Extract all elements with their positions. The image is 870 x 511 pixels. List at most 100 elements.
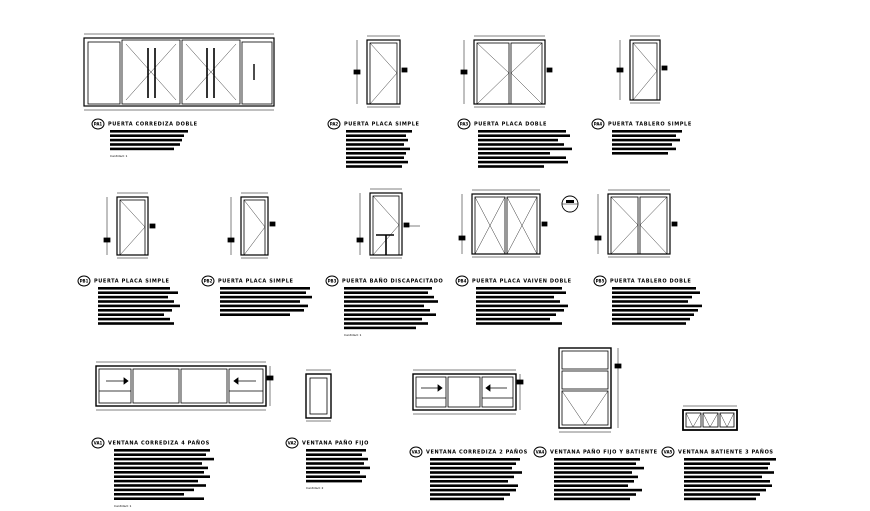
spec-text-line bbox=[612, 300, 688, 303]
door-elevation-double-panel bbox=[594, 189, 678, 258]
spec-text-line bbox=[612, 287, 696, 290]
spec-text-line bbox=[478, 152, 550, 155]
section-marker-icon bbox=[561, 195, 579, 213]
item-title: PUERTA PLACA SIMPLE bbox=[94, 279, 170, 285]
spec-text-line bbox=[346, 165, 402, 168]
tag-bubble-icon bbox=[325, 275, 339, 287]
spec-text-line bbox=[220, 309, 304, 312]
spec-text-line bbox=[220, 295, 312, 299]
spec-text-line bbox=[476, 295, 554, 299]
tag-bubble-icon bbox=[285, 437, 299, 449]
spec-text-line bbox=[430, 466, 512, 470]
spec-text-line bbox=[430, 497, 504, 501]
tag-bubble-icon bbox=[327, 118, 341, 130]
spec-text-line bbox=[114, 488, 194, 492]
tag-bubble-icon bbox=[91, 118, 105, 130]
spec-text-line bbox=[346, 134, 406, 137]
spec-text-line bbox=[612, 152, 668, 155]
spec-text-line bbox=[344, 317, 422, 321]
item-title: PUERTA TABLERO DOBLE bbox=[610, 279, 691, 285]
spec-text-line bbox=[346, 138, 408, 142]
window-elevation-fixed-and-casement bbox=[558, 347, 622, 433]
spec-text-line bbox=[612, 134, 676, 137]
door-elevation-double-swing bbox=[458, 189, 548, 258]
door-elevation-single-flush-b1 bbox=[103, 192, 156, 259]
spec-text-line bbox=[476, 287, 562, 290]
spec-text-line bbox=[98, 287, 170, 290]
spec-text-line bbox=[430, 488, 516, 492]
item-title: PUERTA TABLERO SIMPLE bbox=[608, 122, 692, 128]
spec-text-line bbox=[684, 497, 756, 501]
spec-text-line bbox=[344, 291, 428, 294]
spec-text-line bbox=[344, 326, 416, 330]
quantity-note: Cantidad: 1 bbox=[114, 504, 131, 508]
spec-text-line bbox=[220, 300, 300, 303]
tag-bubble-icon bbox=[661, 446, 675, 458]
spec-text-line bbox=[306, 453, 362, 456]
spec-text-line bbox=[114, 475, 210, 478]
spec-text-line bbox=[554, 488, 642, 492]
spec-text-line bbox=[476, 322, 562, 325]
spec-text-line bbox=[346, 143, 404, 146]
spec-text-line bbox=[114, 484, 206, 487]
spec-text-line bbox=[612, 138, 680, 142]
spec-text-line bbox=[306, 479, 362, 483]
spec-text-line bbox=[554, 471, 632, 474]
spec-text-line bbox=[612, 313, 694, 316]
tag-code: PB1 bbox=[80, 279, 89, 284]
spec-text-line bbox=[98, 300, 174, 303]
spec-text-line bbox=[98, 291, 178, 294]
door-elevation-single-flush bbox=[353, 35, 408, 108]
tag-bubble-icon bbox=[593, 275, 607, 287]
spec-text-line bbox=[478, 143, 564, 146]
spec-text-line bbox=[684, 480, 770, 483]
spec-text-line bbox=[476, 291, 566, 294]
spec-text-line bbox=[306, 466, 370, 470]
tag-code: PB5 bbox=[596, 279, 605, 284]
spec-text-line bbox=[554, 458, 640, 461]
tag-bubble-icon bbox=[77, 275, 91, 287]
spec-text-line bbox=[612, 322, 686, 325]
window-elevation-fixed bbox=[305, 369, 332, 422]
spec-text-line bbox=[306, 449, 366, 452]
item-title: PUERTA PLACA SIMPLE bbox=[218, 279, 294, 285]
spec-text-line bbox=[110, 130, 188, 133]
spec-text-line bbox=[346, 152, 406, 155]
tag-bubble-icon bbox=[409, 446, 423, 458]
spec-text-line bbox=[346, 147, 410, 151]
spec-text-line bbox=[554, 497, 630, 501]
spec-text-line bbox=[476, 300, 560, 303]
spec-text-line bbox=[346, 130, 412, 133]
spec-text-line bbox=[478, 147, 572, 151]
spec-text-line bbox=[684, 488, 766, 492]
spec-text-line bbox=[98, 304, 180, 308]
spec-text-line bbox=[220, 313, 290, 316]
item-title: VENTANA PAÑO FIJO Y BATIENTE bbox=[550, 449, 658, 456]
spec-text-line bbox=[98, 322, 174, 325]
quantity-note: Cantidad: 1 bbox=[110, 154, 127, 158]
spec-text-line bbox=[684, 462, 770, 465]
spec-text-line bbox=[346, 156, 404, 159]
spec-text-line bbox=[684, 484, 772, 487]
spec-text-line bbox=[430, 484, 518, 487]
spec-text-line bbox=[612, 130, 682, 133]
item-title: VENTANA CORREDIZA 2 PAÑOS bbox=[426, 449, 528, 456]
spec-text-line bbox=[430, 458, 520, 461]
spec-text-line bbox=[114, 471, 204, 474]
spec-text-line bbox=[110, 143, 180, 146]
door-elevation-accessible-bathroom bbox=[356, 188, 420, 259]
spec-text-line bbox=[430, 480, 508, 483]
spec-text-line bbox=[430, 493, 510, 496]
spec-text-line bbox=[478, 160, 568, 164]
spec-text-line bbox=[306, 457, 368, 461]
spec-text-line bbox=[554, 475, 638, 479]
